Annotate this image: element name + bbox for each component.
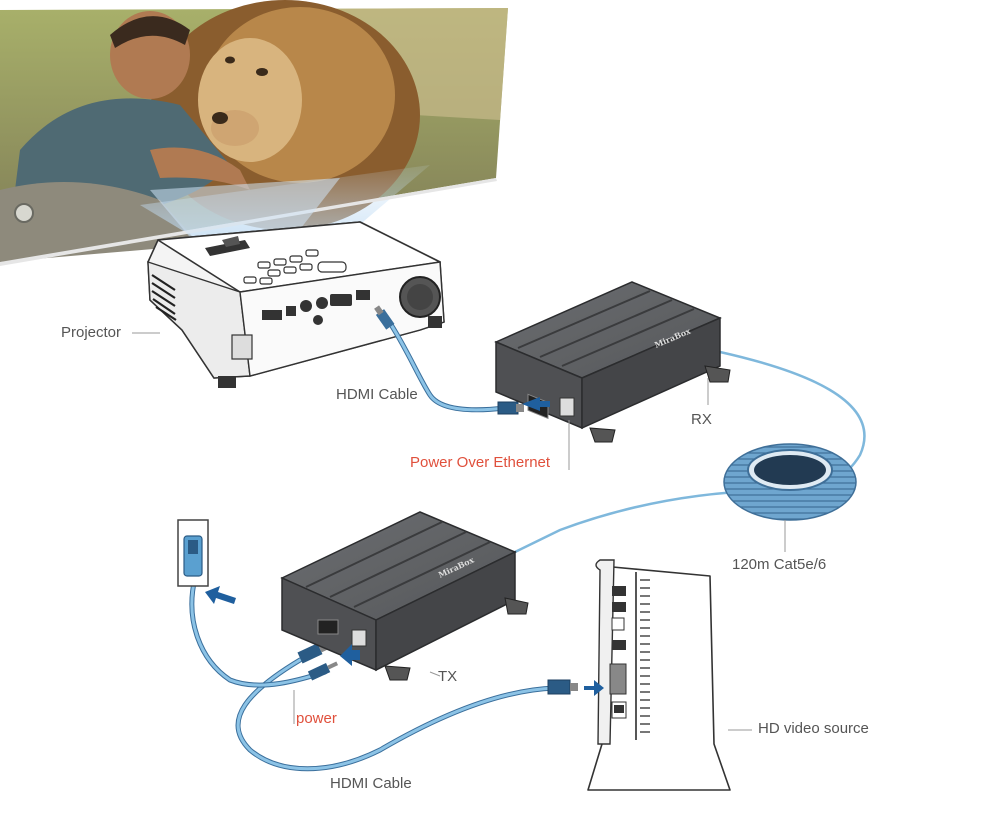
power-label: power	[296, 710, 337, 727]
poe-label: Power Over Ethernet	[410, 454, 551, 471]
cat-cable-label: 120m Cat5e/6	[732, 556, 827, 573]
source-hdmi-arrow	[584, 680, 604, 696]
tx-extender-box: MiraBox	[280, 511, 529, 681]
tx-label: TX	[438, 668, 458, 685]
lion-face	[198, 38, 302, 162]
tx-power-arrow	[340, 644, 360, 666]
cable-coil	[723, 443, 857, 521]
rx-extender-box: MiraBox	[494, 281, 731, 443]
plug-in-arrow	[205, 586, 236, 604]
hdmi-cable-top-label: HDMI Cable	[336, 386, 418, 403]
hdmi-cable-bottom-label: HDMI Cable	[330, 775, 412, 792]
wall-socket	[177, 519, 209, 587]
projector-label: Projector	[61, 324, 122, 341]
connectors	[297, 305, 578, 695]
projected-image	[0, 0, 508, 266]
hd-source-tower	[587, 559, 731, 791]
rx-label: RX	[691, 411, 712, 428]
rx-hdmi-arrow	[522, 397, 550, 411]
hd-source-label: HD video source	[758, 720, 869, 737]
projector-illustration	[147, 221, 445, 388]
leader-lines	[132, 332, 786, 731]
